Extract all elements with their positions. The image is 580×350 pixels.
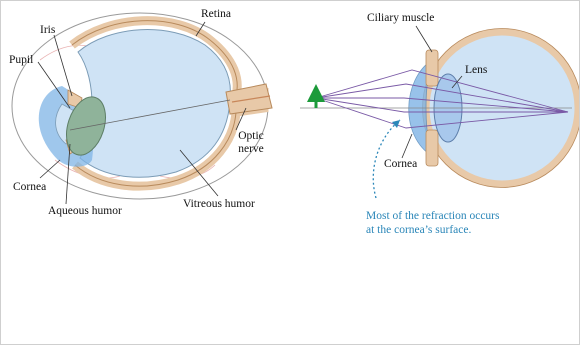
- leader-right-cornea: [402, 134, 412, 158]
- label-ciliary-muscle: Ciliary muscle: [367, 12, 434, 25]
- refraction-note-line-1: Most of the refraction occurs: [366, 209, 499, 223]
- ciliary-muscle-bottom: [426, 130, 438, 166]
- label-iris: Iris: [40, 24, 55, 37]
- label-retina: Retina: [201, 8, 231, 21]
- label-cornea-left: Cornea: [13, 181, 46, 194]
- label-vitreous-humor: Vitreous humor: [183, 198, 255, 211]
- ciliary-muscle-top: [426, 50, 438, 86]
- label-aqueous-humor: Aqueous humor: [48, 205, 122, 218]
- label-cornea-right: Cornea: [384, 158, 417, 171]
- label-nerve: nerve: [231, 143, 271, 156]
- right-eye-diagram: [300, 26, 580, 198]
- label-lens: Lens: [465, 64, 487, 77]
- label-optic: Optic: [231, 130, 271, 143]
- leader-ciliary: [416, 26, 432, 52]
- left-eye-diagram: [12, 13, 272, 204]
- refraction-note-line-2: at the cornea’s surface.: [366, 223, 471, 237]
- label-pupil: Pupil: [9, 54, 33, 67]
